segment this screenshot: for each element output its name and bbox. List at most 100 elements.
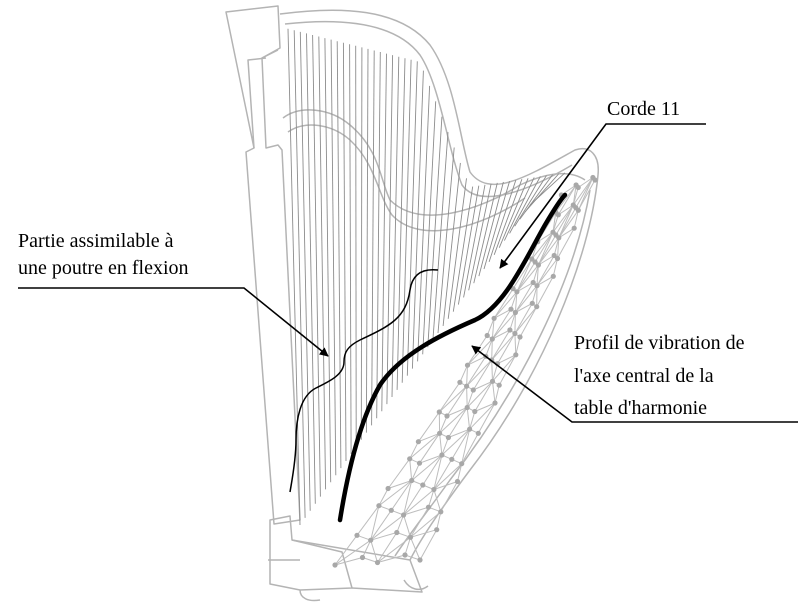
- mesh-edge: [491, 333, 516, 361]
- harp-string: [287, 28, 301, 526]
- mesh-node: [376, 503, 382, 509]
- mesh-edge: [492, 329, 511, 340]
- mesh-edge: [403, 489, 435, 516]
- profile-label-line-3: table d'harmonie: [574, 397, 707, 419]
- harp-string: [417, 85, 431, 362]
- mesh-edge: [558, 210, 579, 239]
- mesh-node: [529, 300, 535, 306]
- mesh-edge: [356, 505, 380, 536]
- mesh-edge: [553, 237, 560, 256]
- mesh-node: [374, 559, 381, 566]
- mesh-edge: [473, 380, 493, 391]
- harp-string: [478, 181, 504, 277]
- mesh-node: [489, 378, 496, 384]
- mesh-edge: [403, 506, 429, 516]
- mesh-node: [445, 434, 451, 441]
- beam-label-line-1: Partie assimilable à: [18, 230, 174, 252]
- mesh-edge: [485, 338, 493, 357]
- mesh-edge: [466, 365, 468, 387]
- mesh-node: [534, 283, 540, 289]
- mesh-edge: [466, 389, 474, 408]
- mesh-edge: [439, 433, 443, 456]
- mesh-edge: [577, 177, 594, 211]
- harp-string: [381, 53, 387, 412]
- mesh-edge: [387, 480, 412, 489]
- mesh-edge: [403, 480, 413, 516]
- mesh-edge: [516, 258, 533, 293]
- harp-string: [396, 58, 406, 390]
- beam-label-line-2: une poutre en flexion: [18, 257, 189, 279]
- mesh-edge: [433, 489, 442, 512]
- mesh-edge: [334, 539, 371, 566]
- mesh-edge: [516, 282, 534, 293]
- harp-string: [401, 59, 412, 383]
- mesh-edge: [552, 212, 557, 233]
- mesh-node: [470, 387, 476, 393]
- harp-string: [498, 178, 529, 248]
- mesh-edge: [404, 554, 421, 561]
- harp-string: [406, 61, 418, 376]
- mesh-node: [512, 309, 519, 316]
- beam-bracket: [289, 268, 439, 493]
- mesh-edge: [417, 411, 440, 442]
- mesh-edge: [515, 285, 538, 313]
- mesh-edge: [558, 204, 574, 216]
- mesh-node: [368, 537, 374, 543]
- mesh-node: [420, 482, 426, 488]
- mesh-edge: [461, 429, 471, 464]
- mesh-edge: [439, 415, 448, 434]
- mesh-node: [550, 273, 556, 279]
- mesh-edge: [370, 514, 404, 541]
- mesh-node: [484, 332, 490, 339]
- mesh-node: [417, 557, 423, 563]
- mesh-node: [385, 485, 391, 492]
- mesh-edge: [532, 264, 539, 283]
- mesh-node: [407, 456, 413, 462]
- mesh-edge: [410, 511, 442, 538]
- mesh-edge: [537, 234, 557, 266]
- mesh-edge: [531, 285, 538, 304]
- mesh-edge: [419, 529, 438, 561]
- harp-string: [447, 178, 467, 319]
- mesh-edge: [377, 554, 406, 563]
- harp-string: [524, 173, 560, 213]
- mesh-edge: [512, 258, 533, 289]
- mesh-node: [434, 527, 440, 533]
- mesh-edge: [519, 306, 538, 338]
- harp-string: [293, 30, 306, 518]
- harp-string: [437, 147, 455, 334]
- mesh-node: [402, 552, 408, 558]
- mesh-edge: [451, 428, 471, 460]
- mesh-edge: [491, 359, 493, 382]
- mesh-node: [388, 507, 394, 513]
- mesh-node: [332, 562, 338, 568]
- mesh-edge: [493, 291, 518, 319]
- mesh-edge: [558, 227, 575, 239]
- mesh-edge: [572, 177, 594, 206]
- mesh-edge: [467, 355, 487, 366]
- mesh-node: [459, 461, 465, 467]
- mesh-edge: [536, 255, 555, 286]
- mesh-edge: [433, 481, 458, 490]
- mesh-node: [409, 477, 415, 484]
- harp-string: [391, 56, 400, 398]
- mesh-node: [415, 439, 421, 445]
- mesh-node: [489, 336, 495, 342]
- mesh-edge: [441, 428, 470, 456]
- harp-string: [483, 180, 511, 270]
- mesh-node: [464, 362, 471, 368]
- mesh-edge: [370, 505, 380, 541]
- harp-string: [312, 34, 321, 497]
- mesh-edge: [438, 382, 461, 413]
- mesh-node: [507, 327, 513, 333]
- mesh-edge: [446, 407, 468, 417]
- mesh-edge: [497, 333, 516, 364]
- mesh-edge: [572, 187, 579, 206]
- profil-leader-arrow: [471, 345, 798, 423]
- mesh-edge: [514, 303, 533, 334]
- mesh-node: [534, 304, 540, 310]
- mesh-edge: [466, 359, 493, 387]
- mesh-edge: [409, 441, 419, 460]
- vibration-profile-curve: [337, 192, 568, 523]
